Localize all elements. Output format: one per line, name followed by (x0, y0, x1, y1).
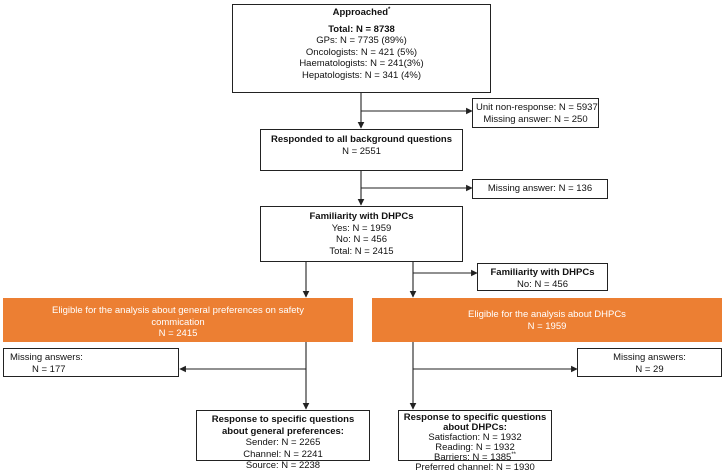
eligible-general-n: N = 2415 (158, 328, 198, 339)
responded-box: Responded to all background questions N … (260, 129, 463, 171)
eligible-dhpc-n: N = 1959 (527, 320, 567, 332)
approached-gps: GPs: N = 7735 (89%) (316, 35, 407, 46)
approached-box: Approached* Total: N = 8738 GPs: N = 773… (232, 4, 491, 93)
response-dhpc-barriers: Barriers: N = 1385** (433, 451, 517, 463)
missing-right-n: N = 29 (635, 363, 664, 375)
approached-title: Approached* (332, 6, 391, 18)
approached-hepatologists: Hepatologists: N = 341 (4%) (301, 69, 422, 81)
response-general-title: Response to specific questions about gen… (211, 414, 355, 437)
missing-left-box: Missing answers: N = 177 (3, 348, 179, 377)
familiarity-total: Total: N = 2415 (329, 245, 394, 257)
familiarity-no: No: N = 456 (336, 234, 387, 245)
response-general-box: Response to specific questions about gen… (196, 410, 370, 471)
responded-n: N = 2551 (342, 145, 381, 157)
exclusion3-no: No: N = 456 (517, 278, 568, 290)
missing-right-box: Missing answers: N = 29 (577, 348, 722, 377)
approached-total: Total: N = 8738 (328, 23, 395, 35)
missing-right-title: Missing answers: (613, 352, 686, 363)
response-general-channel: Channel: N = 2241 (243, 448, 323, 460)
familiarity-yes: Yes: N = 1959 (331, 222, 392, 234)
exclusion-box-1: Unit non-response: N = 5937 Missing answ… (472, 98, 599, 128)
missing-left-n: N = 177 (32, 363, 66, 375)
response-dhpc-box: Response to specific questions about DHP… (398, 410, 552, 473)
exclusion-box-3: Familiarity with DHPCs No: N = 456 (477, 263, 608, 291)
response-dhpc-reading: Reading: N = 1932 (435, 442, 515, 453)
missing-left-title: Missing answers: (10, 352, 83, 363)
response-dhpc-preferred-channel: Preferred channel: N = 1930 (415, 462, 535, 473)
response-dhpc-title: Response to specific questions about DHP… (403, 412, 547, 433)
familiarity-box: Familiarity with DHPCs Yes: N = 1959 No:… (260, 206, 463, 262)
response-dhpc-satisfaction: Satisfaction: N = 1932 (428, 432, 522, 443)
response-general-source: Source: N = 2238 (245, 460, 321, 471)
missing-answer-1: Missing answer: N = 250 (483, 113, 588, 125)
familiarity-title: Familiarity with DHPCs (309, 211, 414, 222)
connector-lines (179, 93, 578, 410)
responded-title: Responded to all background questions (270, 134, 453, 145)
eligible-dhpc-title: Eligible for the analysis about DHPCs (468, 309, 626, 320)
approached-oncologists: Oncologists: N = 421 (5%) (305, 46, 418, 58)
response-general-sender: Sender: N = 2265 (245, 437, 321, 448)
eligible-dhpc-box: Eligible for the analysis about DHPCs N … (372, 298, 722, 342)
exclusion-box-2: Missing answer: N = 136 (472, 179, 608, 199)
eligible-general-title: Eligible for the analysis about general … (52, 305, 304, 328)
missing-answer-2: Missing answer: N = 136 (487, 183, 593, 194)
approached-haematologists: Haematologists: N = 241(3%) (299, 58, 424, 69)
exclusion3-title: Familiarity with DHPCs (490, 267, 595, 278)
unit-nonresponse: Unit non-response: N = 5937 (476, 102, 598, 113)
eligible-general-box: Eligible for the analysis about general … (3, 298, 353, 342)
